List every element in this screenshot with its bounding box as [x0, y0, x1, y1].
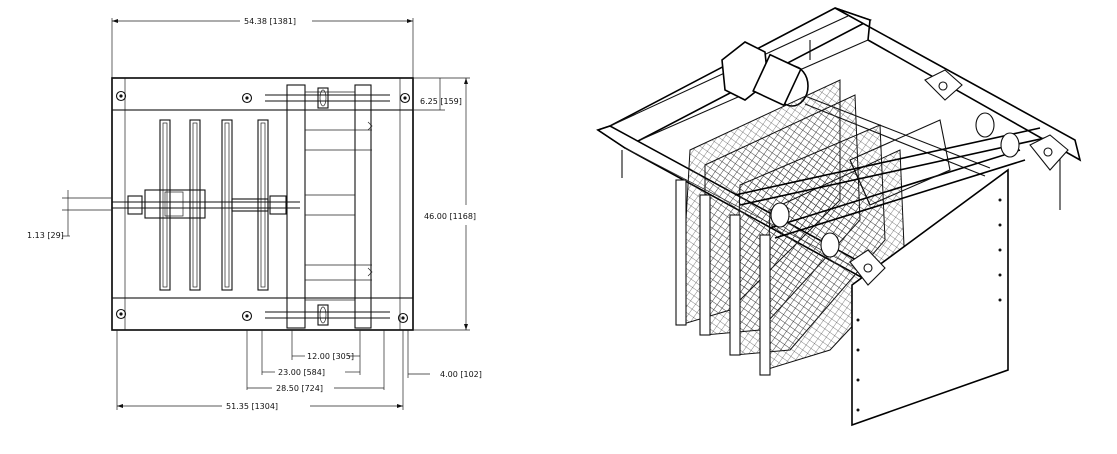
- screen-plates: [159, 119, 269, 291]
- dim-shaft-offset-label: 1.13 [29]: [27, 231, 64, 240]
- dim-shaft-offset: 1.13 [29]: [27, 190, 70, 240]
- dim-bolt-span-label: 51.35 [1304]: [226, 402, 278, 411]
- rollers: [734, 69, 1069, 286]
- dim-end-margin-label: 4.00 [102]: [440, 370, 482, 379]
- dim-spacing-a-label: 12.00 [305]: [307, 352, 354, 361]
- dim-overall-height-label: 46.00 [1168]: [424, 212, 476, 221]
- corner-bolts: [115, 90, 411, 324]
- motor-icon: [721, 41, 991, 177]
- drive-shaft: [62, 189, 300, 219]
- dim-spacing-b-label: 23.00 [584]: [278, 368, 325, 377]
- center-tray: [849, 119, 951, 206]
- dim-overall-width: 54.38 [1381]: [111, 17, 414, 78]
- top-mount-bar: [111, 77, 414, 111]
- dim-top-offset-label: 6.25 [159]: [420, 97, 462, 106]
- plan-outer-frame: [111, 77, 414, 331]
- dim-overall-height: 46.00 [1168]: [413, 77, 476, 331]
- dim-top-offset: 6.25 [159]: [413, 78, 462, 111]
- rail-carriage: [265, 84, 390, 329]
- dim-spacing-c-label: 28.50 [724]: [276, 384, 323, 393]
- side-plate: [851, 168, 1009, 427]
- bottom-mount-bar: [111, 297, 414, 331]
- dim-bottom-chain: 12.00 [305] 23.00 [584] 4.00 [102] 28.50…: [116, 330, 482, 411]
- plan-view: 54.38 [1381]: [27, 17, 482, 411]
- dim-overall-width-label: 54.38 [1381]: [244, 17, 296, 26]
- iso-view: [596, 7, 1082, 427]
